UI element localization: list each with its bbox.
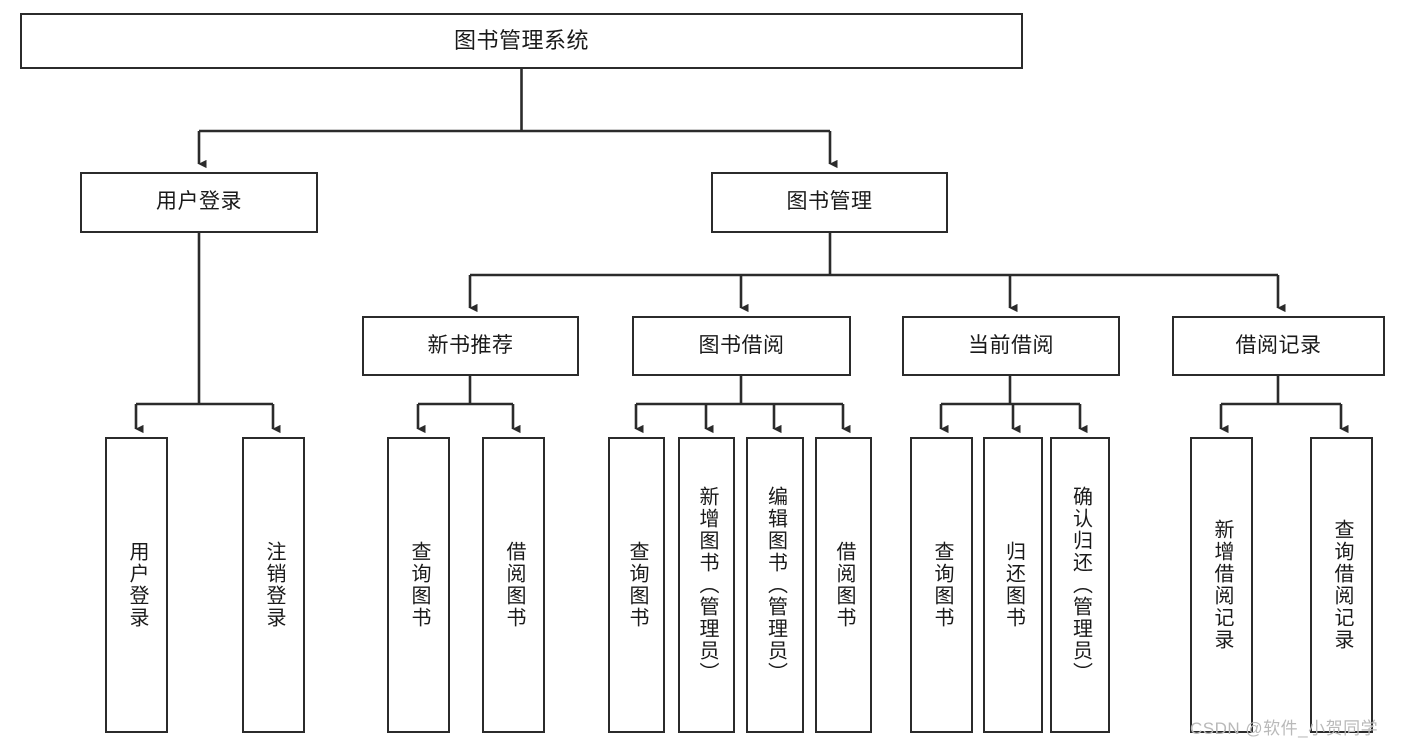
node-leaf-add-book-label: 新增图书（管理员） <box>696 486 718 684</box>
node-leaf-query-book-borrow-label: 查询图书 <box>626 541 648 629</box>
node-leaf-query-book-current-label: 查询图书 <box>931 541 953 629</box>
node-leaf-borrow-book-label: 借阅图书 <box>833 541 855 629</box>
node-book-borrow[interactable]: 图书借阅 <box>632 316 851 376</box>
node-current-borrow[interactable]: 当前借阅 <box>902 316 1120 376</box>
node-borrow-record-label: 借阅记录 <box>1235 333 1322 357</box>
node-leaf-query-book-recommend-label: 查询图书 <box>408 541 430 629</box>
node-leaf-user-login-label: 用户登录 <box>126 541 148 629</box>
node-leaf-query-book-recommend[interactable]: 查询图书 <box>387 437 450 733</box>
node-leaf-add-borrow-record-label: 新增借阅记录 <box>1211 519 1233 651</box>
node-root-system[interactable]: 图书管理系统 <box>20 13 1023 69</box>
node-leaf-user-logout[interactable]: 注销登录 <box>242 437 305 733</box>
node-leaf-add-borrow-record[interactable]: 新增借阅记录 <box>1190 437 1253 733</box>
node-leaf-user-logout-label: 注销登录 <box>263 541 285 629</box>
node-book-borrow-label: 图书借阅 <box>698 333 785 357</box>
csdn-watermark: CSDN @软件_小贺同学 <box>1190 719 1379 738</box>
node-root-system-label: 图书管理系统 <box>453 28 589 54</box>
node-leaf-borrow-book[interactable]: 借阅图书 <box>815 437 872 733</box>
node-book-manage[interactable]: 图书管理 <box>711 172 948 233</box>
node-user-login[interactable]: 用户登录 <box>80 172 318 233</box>
node-new-book-recommend-label: 新书推荐 <box>427 333 514 357</box>
node-leaf-return-book-label: 归还图书 <box>1002 541 1025 629</box>
node-current-borrow-label: 当前借阅 <box>968 333 1054 357</box>
node-leaf-add-book[interactable]: 新增图书（管理员） <box>678 437 735 733</box>
node-user-login-label: 用户登录 <box>156 190 242 214</box>
node-leaf-query-borrow-record-label: 查询借阅记录 <box>1331 519 1353 651</box>
node-leaf-query-book-current[interactable]: 查询图书 <box>910 437 973 733</box>
node-leaf-query-book-borrow[interactable]: 查询图书 <box>608 437 665 733</box>
node-leaf-confirm-return[interactable]: 确认归还（管理员） <box>1050 437 1110 733</box>
node-leaf-query-borrow-record[interactable]: 查询借阅记录 <box>1310 437 1373 733</box>
node-leaf-edit-book-label: 编辑图书（管理员） <box>764 486 787 684</box>
node-book-manage-label: 图书管理 <box>786 190 873 214</box>
node-leaf-edit-book[interactable]: 编辑图书（管理员） <box>746 437 804 733</box>
node-leaf-confirm-return-label: 确认归还（管理员） <box>1069 486 1092 684</box>
node-leaf-borrow-book-recommend-label: 借阅图书 <box>503 541 525 629</box>
node-borrow-record[interactable]: 借阅记录 <box>1172 316 1385 376</box>
node-leaf-borrow-book-recommend[interactable]: 借阅图书 <box>482 437 545 733</box>
node-leaf-return-book[interactable]: 归还图书 <box>983 437 1043 733</box>
node-new-book-recommend[interactable]: 新书推荐 <box>362 316 579 376</box>
node-leaf-user-login[interactable]: 用户登录 <box>105 437 168 733</box>
